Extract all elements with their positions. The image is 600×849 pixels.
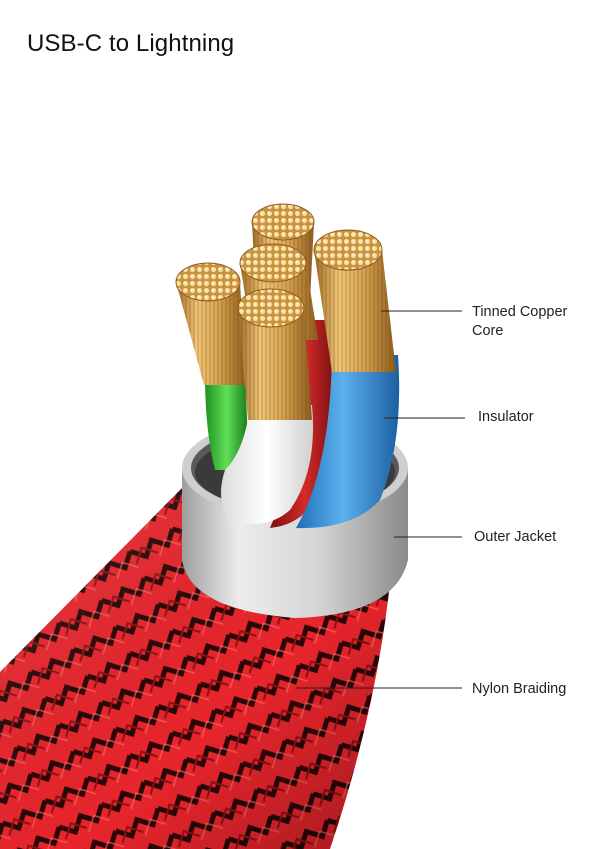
label-outer-jacket: Outer Jacket: [474, 529, 557, 545]
label-core-line2: Core: [472, 323, 504, 339]
page-title: USB-C to Lightning: [27, 30, 235, 57]
tinned-copper-core: [175, 203, 396, 420]
label-tinned-copper-core: Tinned Copper Core: [472, 303, 567, 341]
label-core-line1: Tinned Copper: [472, 304, 568, 320]
nylon-braiding: [0, 488, 392, 849]
label-nylon-braiding: Nylon Braiding: [472, 681, 567, 697]
insulated-wires: [205, 320, 400, 529]
leader-lines: [296, 310, 465, 689]
label-insulator: Insulator: [478, 409, 534, 425]
